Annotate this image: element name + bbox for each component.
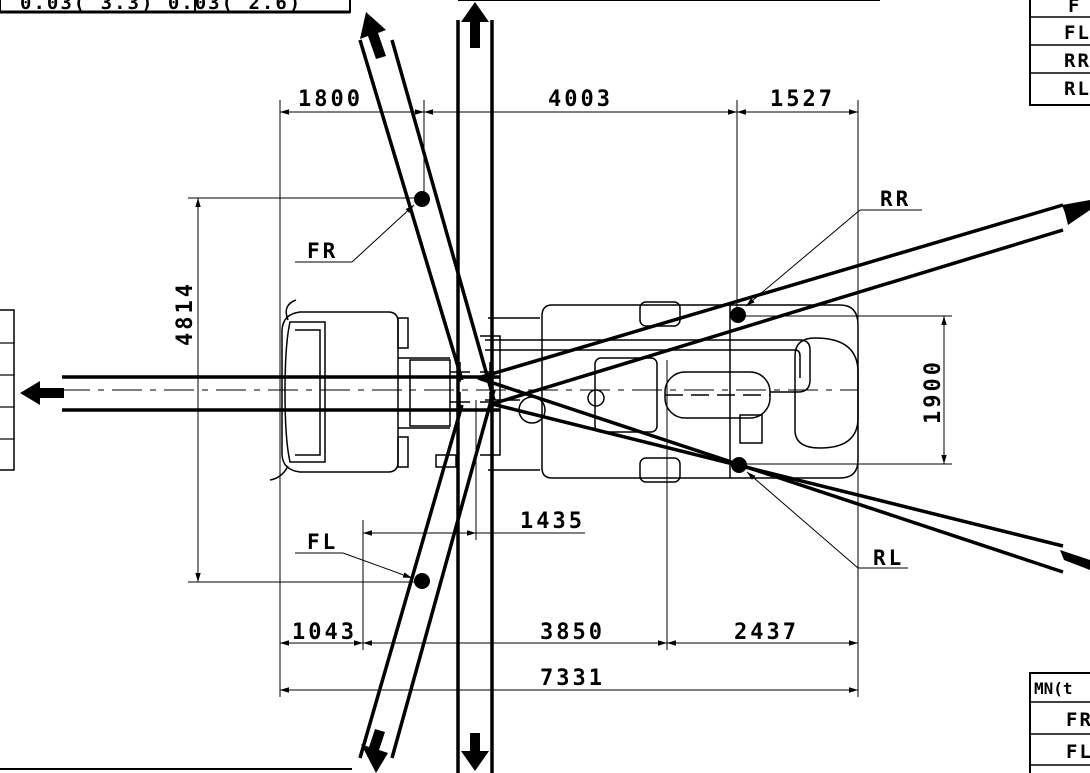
outrigger-points (295, 191, 922, 589)
left-edge-table (0, 309, 15, 471)
load-paths (62, 20, 1064, 773)
top-right-table: F FL RR RL (1029, 0, 1090, 106)
arrow-upper-left-icon (360, 12, 386, 59)
arrow-lower-left-icon (361, 729, 388, 773)
dim-mid-bottom: 3850 (540, 620, 605, 645)
dim-overall-length: 7331 (540, 666, 605, 691)
rr-pad (730, 307, 746, 323)
fl-pad (414, 573, 430, 589)
dim-front-overhang: 1800 (298, 87, 363, 112)
label-rl: RL (873, 546, 904, 570)
truck-outline (269, 299, 859, 483)
top-right-row-3: RR (1064, 50, 1090, 72)
fr-pad (414, 191, 430, 207)
arrow-right-up-icon (1062, 200, 1090, 225)
dimension-lines (60, 100, 952, 697)
top-right-row-4: RL (1064, 78, 1090, 100)
label-rr: RR (880, 187, 911, 211)
dim-wheelbase-top: 4003 (548, 87, 613, 112)
dim-rear-bottom: 2437 (734, 620, 799, 645)
label-fr: FR (307, 239, 338, 263)
arrow-down-icon (461, 733, 489, 771)
top-right-row-2: FL (1064, 22, 1090, 44)
top-left-table: 0.03( 3.3) 0.03( 2.6) (0, 0, 351, 14)
bottom-right-header: MN(t (1034, 679, 1073, 698)
top-right-row-1: F (1068, 0, 1081, 17)
arrow-right-down-icon (1060, 550, 1090, 570)
dim-track-width: 1900 (921, 359, 946, 424)
arrow-up-icon (461, 2, 489, 48)
load-arrows (20, 2, 1090, 773)
label-fl: FL (307, 530, 338, 554)
bottom-right-row-2: FL (1066, 741, 1090, 763)
arrow-left-icon (20, 381, 64, 405)
dim-outrigger-offset: 1435 (520, 509, 585, 534)
top-left-table-row: 0.03( 3.3) 0.03( 2.6) (20, 0, 302, 14)
dim-rear-top: 1527 (770, 87, 835, 112)
hub-markers (450, 362, 500, 412)
bottom-right-row-1: FR (1066, 709, 1090, 731)
dim-front-bottom: 1043 (292, 620, 357, 645)
bottom-right-table: MN(t FR FL (1029, 672, 1090, 773)
dim-outrigger-span: 4814 (173, 281, 198, 346)
rl-pad (731, 457, 747, 473)
